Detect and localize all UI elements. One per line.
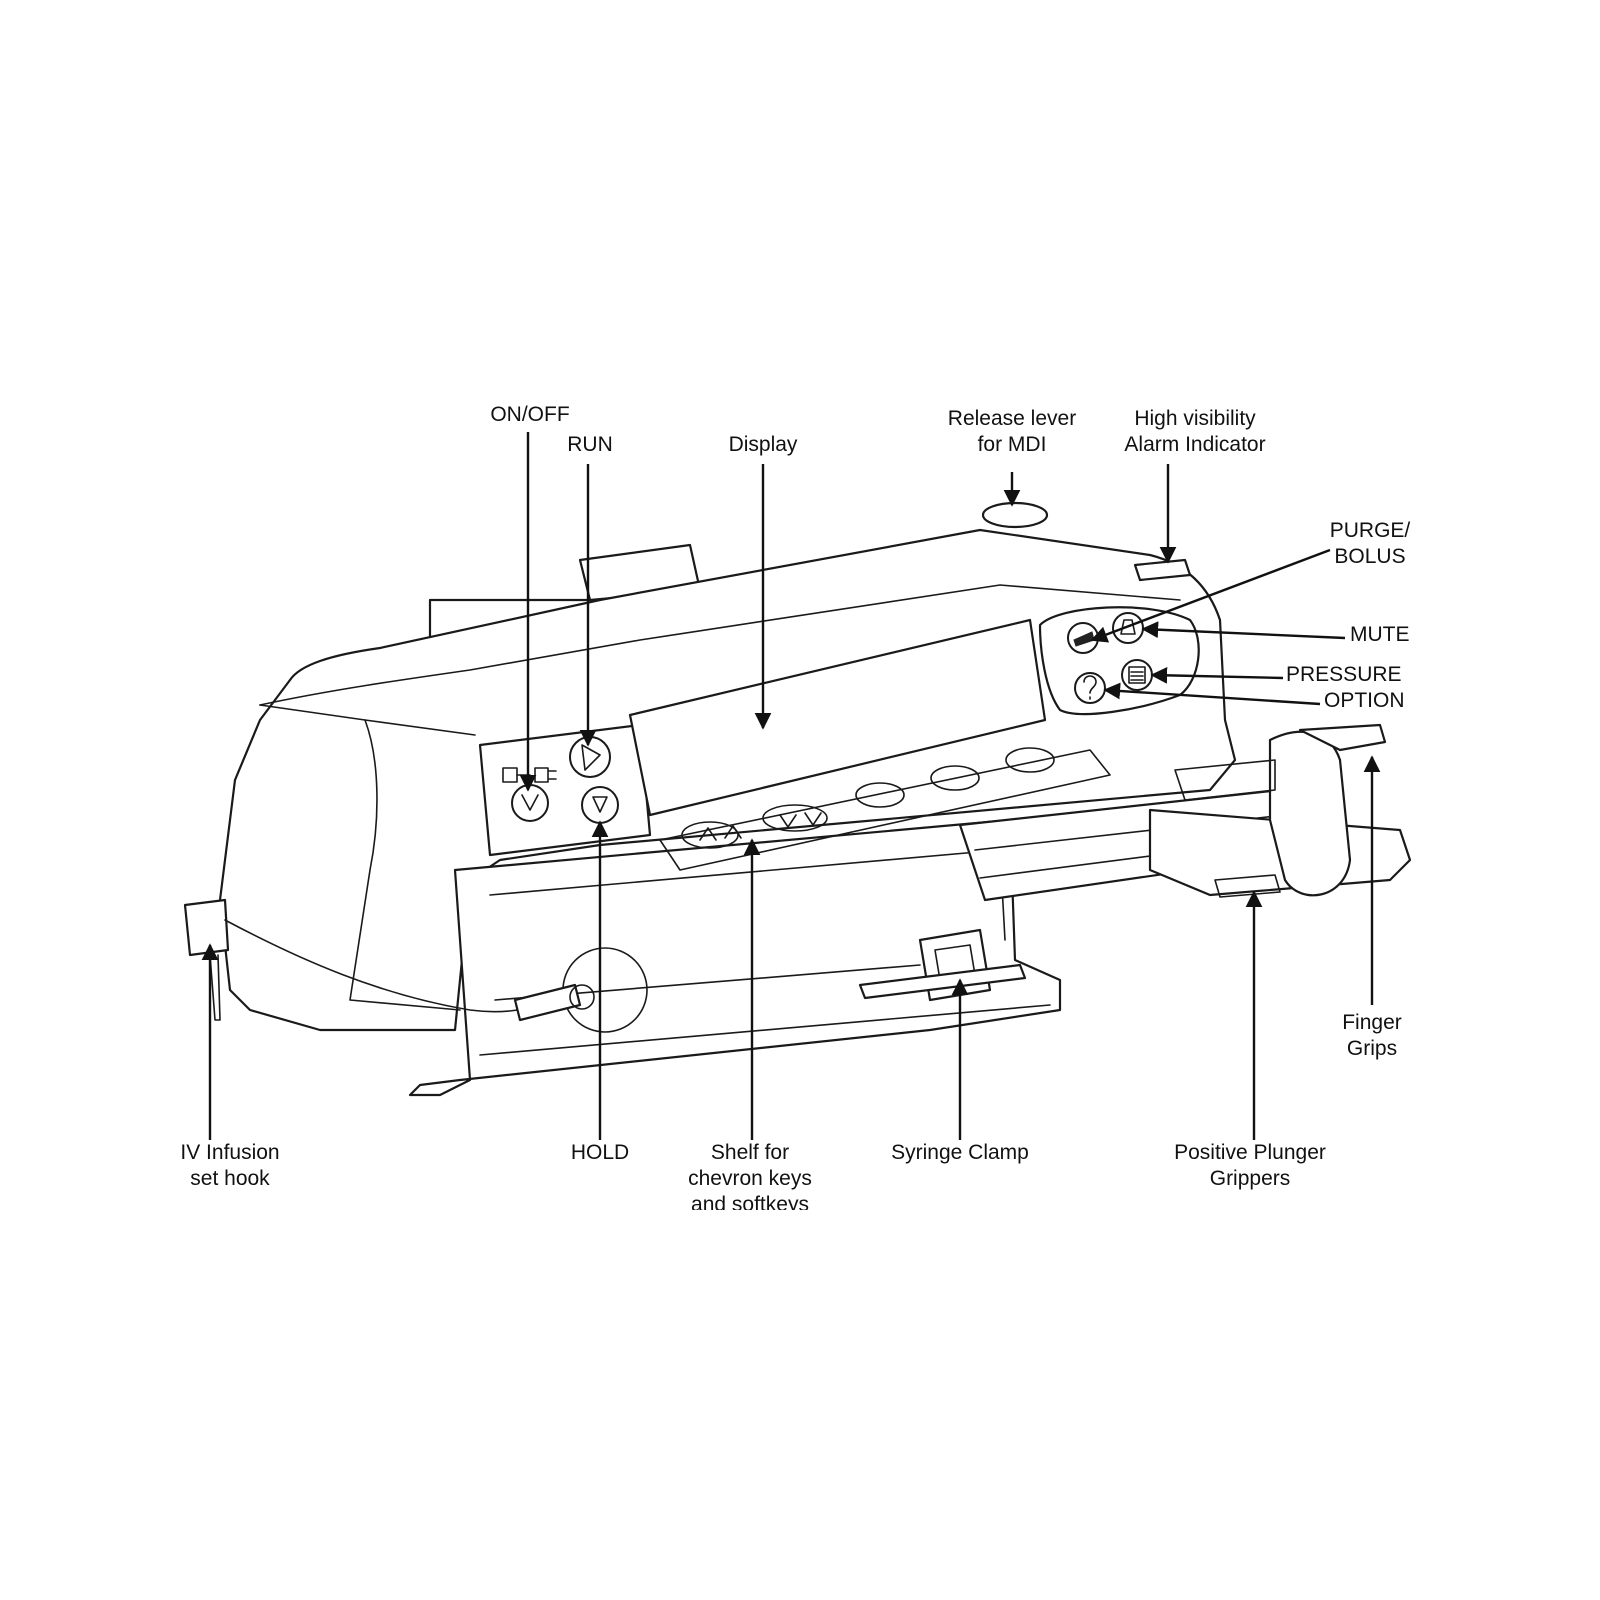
chevron-right-key[interactable] bbox=[779, 812, 822, 828]
option-label: OPTION bbox=[1324, 689, 1405, 712]
pressure-gauge-icon bbox=[1128, 666, 1146, 684]
pressure-label: PRESSURE bbox=[1286, 663, 1402, 686]
pressure-key[interactable] bbox=[1121, 659, 1153, 691]
purge-bolus-key[interactable] bbox=[1067, 622, 1099, 654]
alarm-indicator-label: High visibility Alarm Indicator bbox=[1124, 407, 1266, 456]
run-label: RUN bbox=[567, 433, 613, 456]
on-off-key[interactable] bbox=[511, 784, 549, 822]
finger-grips-label: Finger Grips bbox=[1342, 1011, 1402, 1060]
purge-bolus-label: PURGE/ BOLUS bbox=[1329, 519, 1411, 568]
mute-key[interactable] bbox=[1112, 612, 1144, 644]
option-key[interactable] bbox=[1074, 672, 1106, 704]
mute-bell-icon bbox=[1120, 619, 1136, 635]
pump-body bbox=[183, 501, 1412, 1097]
syringe-clamp-label: Syringe Clamp bbox=[891, 1141, 1029, 1164]
mute-label: MUTE bbox=[1350, 623, 1410, 646]
hold-key[interactable] bbox=[581, 786, 619, 824]
release-lever-label: Release lever for MDI bbox=[947, 407, 1077, 456]
shelf-label: Shelf for chevron keys and softkeys bbox=[688, 1141, 812, 1210]
hold-key-icon bbox=[592, 796, 608, 813]
help-question-icon bbox=[1083, 675, 1097, 700]
run-key[interactable] bbox=[569, 736, 611, 778]
on-off-label: ON/OFF bbox=[490, 403, 570, 426]
run-key-icon bbox=[581, 744, 601, 771]
display-label: Display bbox=[728, 433, 798, 456]
chevron-left-key[interactable] bbox=[699, 825, 742, 841]
chevron-left-icon bbox=[699, 825, 742, 841]
leader-lines bbox=[201, 432, 1381, 1140]
plunger-grippers-label: Positive Plunger Grippers bbox=[1174, 1141, 1326, 1190]
hold-label: HOLD bbox=[570, 1141, 630, 1164]
chevron-right-icon bbox=[779, 812, 822, 828]
iv-hook-label: IV Infusion set hook bbox=[180, 1141, 280, 1190]
